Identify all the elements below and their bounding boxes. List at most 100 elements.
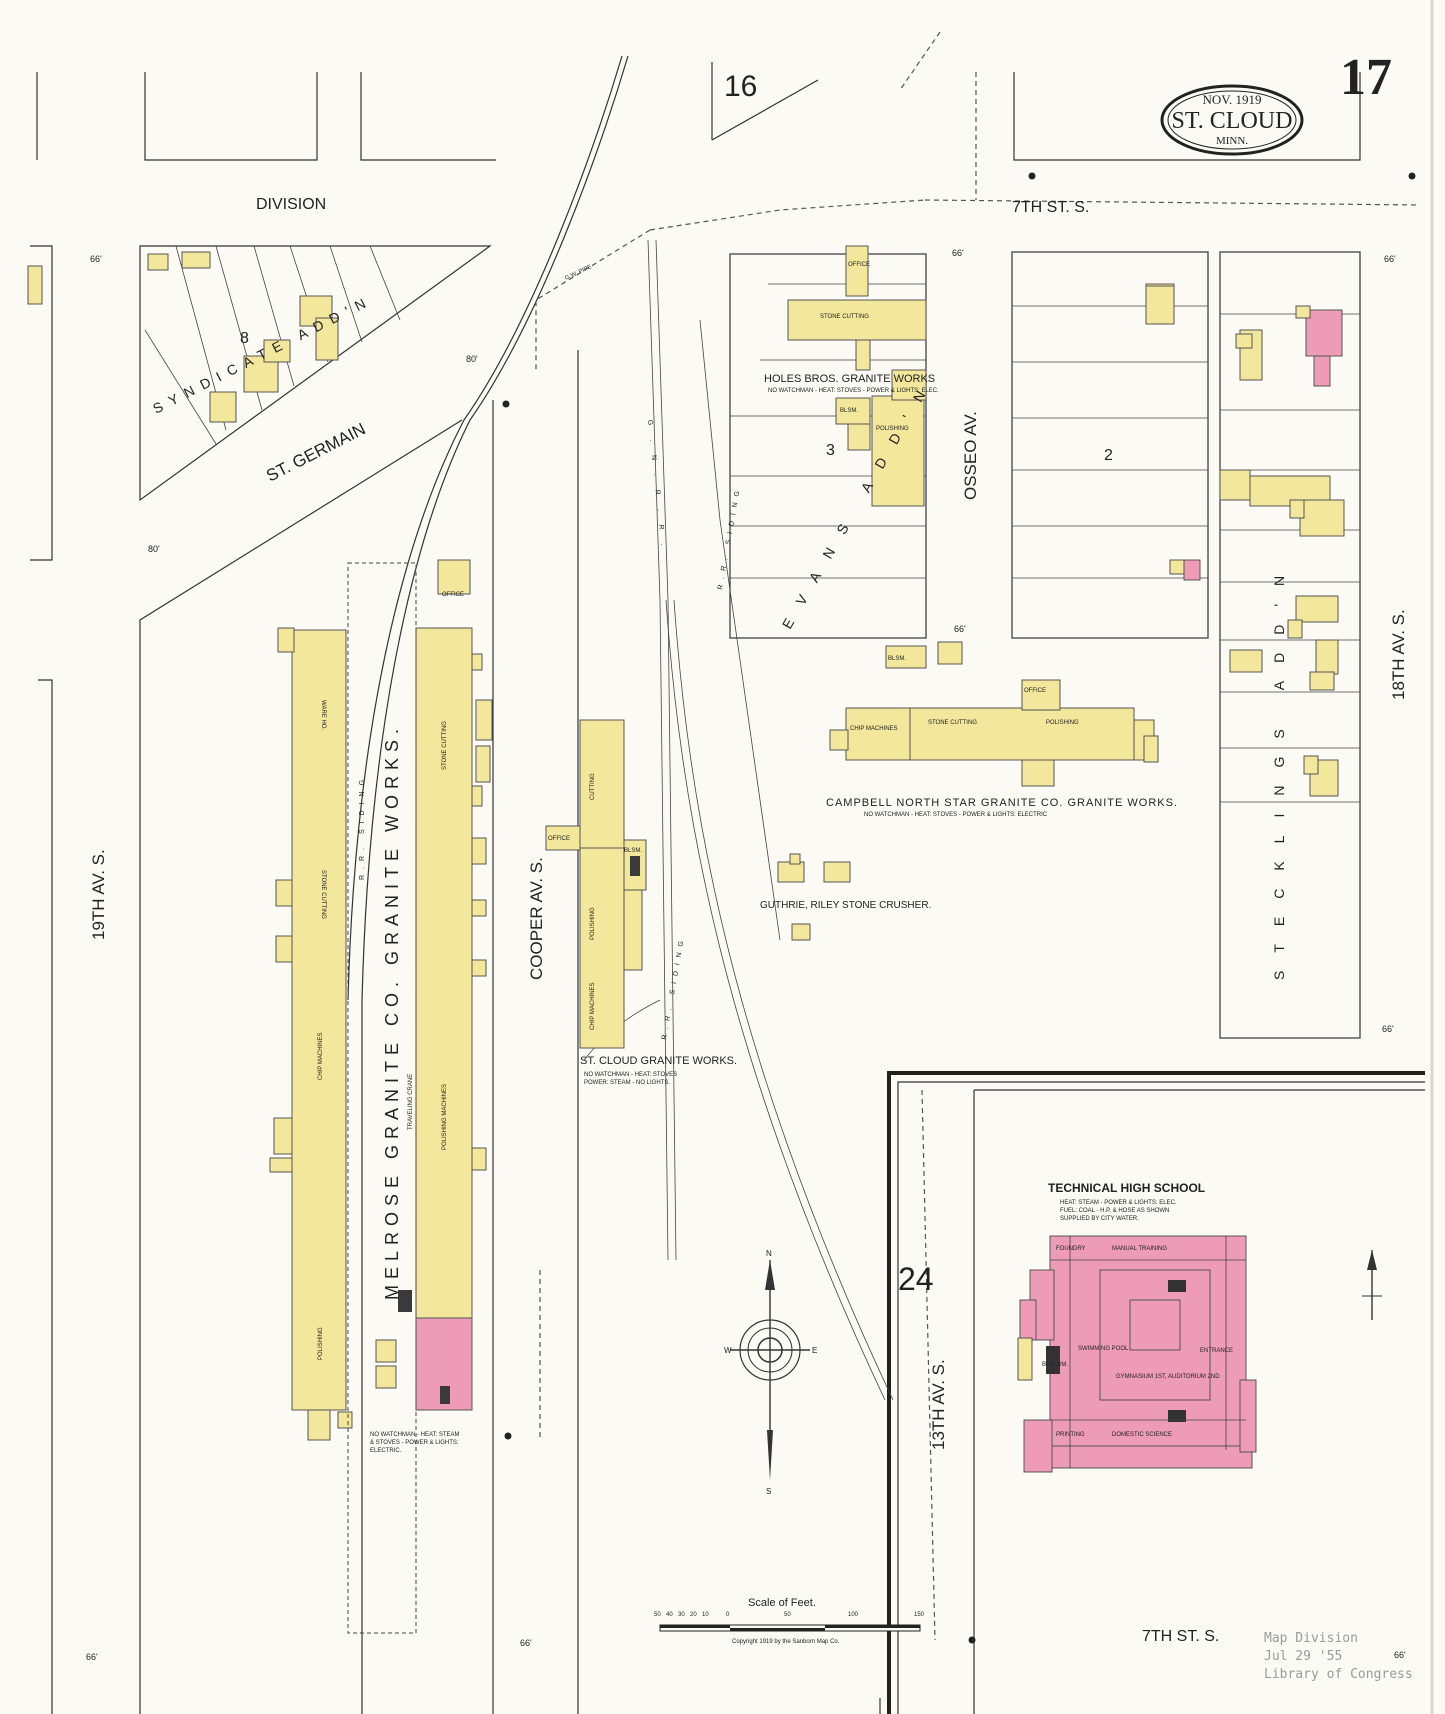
- svg-text:20: 20: [690, 1612, 697, 1618]
- compass-west: W: [724, 1346, 732, 1355]
- school-note-1: HEAT: STEAM - POWER & LIGHTS: ELEC.: [1060, 1200, 1177, 1206]
- cartouche: NOV. 1919 ST. CLOUD MINN.: [1160, 84, 1304, 156]
- school-note-3: SUPPLIED BY CITY WATER.: [1060, 1216, 1139, 1222]
- stcloud-buildings: [545, 719, 647, 1049]
- svg-text:0: 0: [726, 1612, 730, 1618]
- stcloud-title: ST. CLOUD GRANITE WORKS.: [580, 1055, 737, 1067]
- campbell-note: NO WATCHMAN - HEAT: STOVES - POWER & LIG…: [864, 812, 1048, 818]
- melrose-room-chip: CHIP MACHINES: [318, 1032, 324, 1080]
- svg-text:80': 80': [466, 354, 478, 364]
- street-division: DIVISION: [256, 196, 326, 213]
- scale-bar: Scale of Feet. 50 40 30 20 10 0 50 100 1…: [654, 1597, 925, 1645]
- copyright: Copyright 1919 by the Sanborn Map Co.: [732, 1639, 840, 1645]
- melrose-office: OFFICE: [442, 592, 464, 598]
- compass-north: N: [766, 1249, 772, 1258]
- svg-text:Jul 29 '55: Jul 29 '55: [1264, 1649, 1342, 1664]
- high-school-building: [1017, 1235, 1257, 1473]
- svg-text:66': 66': [520, 1638, 532, 1648]
- svg-text:66': 66': [1382, 1024, 1394, 1034]
- holes-room-cutting: STONE CUTTING: [820, 314, 869, 320]
- svg-text:100: 100: [848, 1612, 859, 1618]
- svg-text:50: 50: [784, 1612, 791, 1618]
- melrose-crane-outline: [347, 562, 417, 1634]
- campbell-room-cutting: STONE CUTTING: [928, 720, 977, 726]
- block-outlines: [30, 62, 1425, 1714]
- railroad-tracks: [347, 55, 894, 1714]
- stcloud-note-2: POWER: STEAM - NO LIGHTS.: [584, 1080, 670, 1086]
- street-seventh-bottom: 7TH ST. S.: [1142, 1628, 1219, 1645]
- melrose-buildings: [269, 559, 493, 1441]
- school-room-pool: SWIMMING POOL: [1078, 1346, 1129, 1352]
- school-note-2: FUEL: COAL - H.P. & HOSE AS SHOWN: [1060, 1208, 1169, 1214]
- school-title: TECHNICAL HIGH SCHOOL: [1048, 1181, 1205, 1195]
- scale-title: Scale of Feet.: [748, 1597, 816, 1609]
- school-room-entrance: ENTRANCE: [1200, 1348, 1233, 1354]
- stcloud-room-cutting: CUTTING: [590, 773, 596, 800]
- holes-note: NO WATCHMAN - HEAT: STOVES - POWER & LIG…: [768, 388, 939, 394]
- svg-text:66': 66': [952, 248, 964, 258]
- street-19th: 19TH AV. S.: [89, 849, 108, 940]
- svg-text:150: 150: [914, 1612, 925, 1618]
- rail-siding-c: R.R. SIDING: [359, 774, 366, 880]
- school-room-boiler: BLR. RM.: [1042, 1362, 1068, 1368]
- melrose-crane: TRAVELING CRANE: [408, 1074, 414, 1130]
- guthrie-title: GUTHRIE, RILEY STONE CRUSHER.: [760, 900, 931, 911]
- compass-rose: N W E S: [724, 1249, 817, 1496]
- guthrie-buildings: [777, 853, 851, 941]
- svg-text:50: 50: [654, 1612, 661, 1618]
- melrose-note-3: ELECTRIC.: [370, 1448, 402, 1454]
- residential-houses: [1145, 283, 1345, 797]
- campbell-office: OFFICE: [1024, 688, 1046, 694]
- stcloud-blsm: BLSM.: [624, 848, 642, 854]
- cartouche-state: MINN.: [1216, 135, 1248, 147]
- school-room-foundry: FOUNDRY: [1056, 1246, 1086, 1252]
- svg-text:66': 66': [90, 254, 102, 264]
- stcloud-room-chip: CHIP MACHINES: [590, 982, 596, 1030]
- addition-stecklings: STECKLINGS ADD'N: [1271, 558, 1287, 980]
- svg-text:66': 66': [954, 624, 966, 634]
- adjacent-sheet-16: 16: [724, 70, 757, 103]
- melrose-title: MELROSE GRANITE CO. GRANITE WORKS.: [382, 723, 402, 1300]
- campbell-buildings: [829, 641, 1159, 787]
- block-3: 3: [826, 442, 835, 459]
- holes-office: OFFICE: [848, 262, 870, 268]
- melrose-note-2: & STOVES - POWER & LIGHTS:: [370, 1440, 459, 1446]
- svg-text:Map Division: Map Division: [1264, 1631, 1358, 1646]
- street-osseo: OSSEO AV.: [961, 411, 980, 500]
- melrose-room-cutting: STONE CUTTING: [320, 870, 326, 919]
- melrose-note-1: NO WATCHMAN - HEAT: STEAM: [370, 1432, 460, 1438]
- stcloud-room-polishing: POLISHING: [590, 907, 596, 940]
- melrose-room-polish-machines: POLISHING MACHINES: [442, 1084, 448, 1150]
- melrose-room-polish: POLISHING: [318, 1327, 324, 1360]
- holes-blsm: BLSM.: [840, 408, 858, 414]
- campbell-title: CAMPBELL NORTH STAR GRANITE CO. GRANITE …: [826, 797, 1178, 809]
- street-13th: 13TH AV. S.: [929, 1359, 948, 1450]
- holes-room-polishing: POLISHING: [876, 426, 909, 432]
- svg-text:66': 66': [1384, 254, 1396, 264]
- svg-text:10: 10: [702, 1612, 709, 1618]
- gw-pipes: [535, 31, 1421, 1641]
- svg-text:66': 66': [1394, 1650, 1406, 1660]
- svg-text:Library of Congress: Library of Congress: [1264, 1667, 1413, 1682]
- school-room-printing: PRINTING: [1056, 1432, 1085, 1438]
- campbell-room-polishing: POLISHING: [1046, 720, 1079, 726]
- library-stamp: Map Division Jul 29 '55 Library of Congr…: [1264, 1631, 1413, 1682]
- svg-text:30: 30: [678, 1612, 685, 1618]
- holes-title: HOLES BROS. GRANITE WORKS: [764, 373, 935, 385]
- adjacent-sheet-24: 24: [898, 1261, 934, 1297]
- melrose-room-ware: WARE HO.: [320, 700, 326, 730]
- campbell-blsm: BLSM.: [888, 656, 906, 662]
- block-2: 2: [1104, 447, 1113, 464]
- school-room-gym: GYMNASIUM 1ST, AUDITORIUM 2ND: [1116, 1374, 1220, 1380]
- stcloud-note-1: NO WATCHMAN - HEAT: STOVES: [584, 1072, 677, 1078]
- compass-south: S: [766, 1487, 771, 1496]
- sheet-number: 17: [1340, 49, 1392, 106]
- syndicate-houses: [27, 251, 339, 423]
- stcloud-office: OFFICE: [548, 836, 570, 842]
- block-8: 8: [240, 330, 249, 347]
- holes-buildings: [787, 245, 927, 507]
- street-18th: 18TH AV. S.: [1389, 609, 1408, 700]
- street-cooper: COOPER AV. S.: [527, 857, 546, 980]
- school-room-domestic: DOMESTIC SCIENCE: [1112, 1432, 1172, 1438]
